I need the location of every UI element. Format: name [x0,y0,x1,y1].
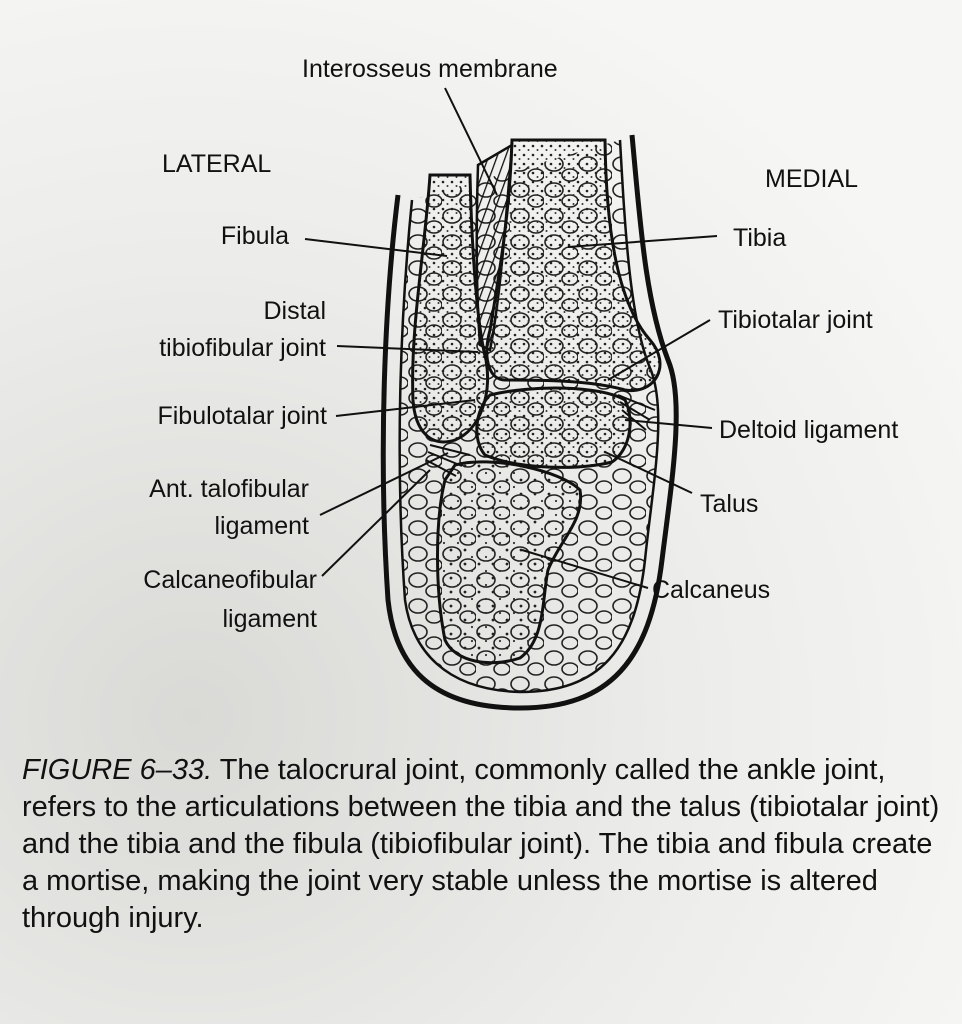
label-tibiotalar-joint: Tibiotalar joint [718,306,873,334]
calcaneus-bone [436,460,583,665]
ant-talofibular-ligament [425,444,471,477]
leader-lines [304,87,718,589]
outer-skin-outline [380,134,679,711]
label-tibiofibular-joint: tibiofibular joint [159,334,326,362]
label-distal: Distal [263,297,326,325]
label-tibia: Tibia [733,224,786,252]
label-interosseus-membrane: Interosseus membrane [302,55,558,83]
talus-bone [475,386,632,469]
ankle-joint-diagram: Interosseus membrane LATERAL MEDIAL Fibu… [143,55,898,711]
label-talus: Talus [700,490,758,518]
label-medial: MEDIAL [765,165,858,193]
label-fibula: Fibula [221,222,289,250]
label-calcaneofibular-ligament: ligament [223,605,318,633]
label-ant-talofibular: Ant. talofibular [149,475,309,503]
tibia-bone [485,138,662,392]
caption-text: The talocrural joint, commonly called th… [22,754,940,934]
label-calcaneus: Calcaneus [652,576,770,604]
figure-number: FIGURE 6–33. [22,754,213,786]
label-ant-talofibular-ligament: ligament [215,512,310,540]
label-fibulotalar-joint: Fibulotalar joint [157,402,327,430]
figure-caption: FIGURE 6–33. The talocrural joint, commo… [22,752,942,937]
label-deltoid-ligament: Deltoid ligament [719,416,898,444]
label-calcaneofibular: Calcaneofibular [143,566,317,594]
label-lateral: LATERAL [162,150,271,178]
